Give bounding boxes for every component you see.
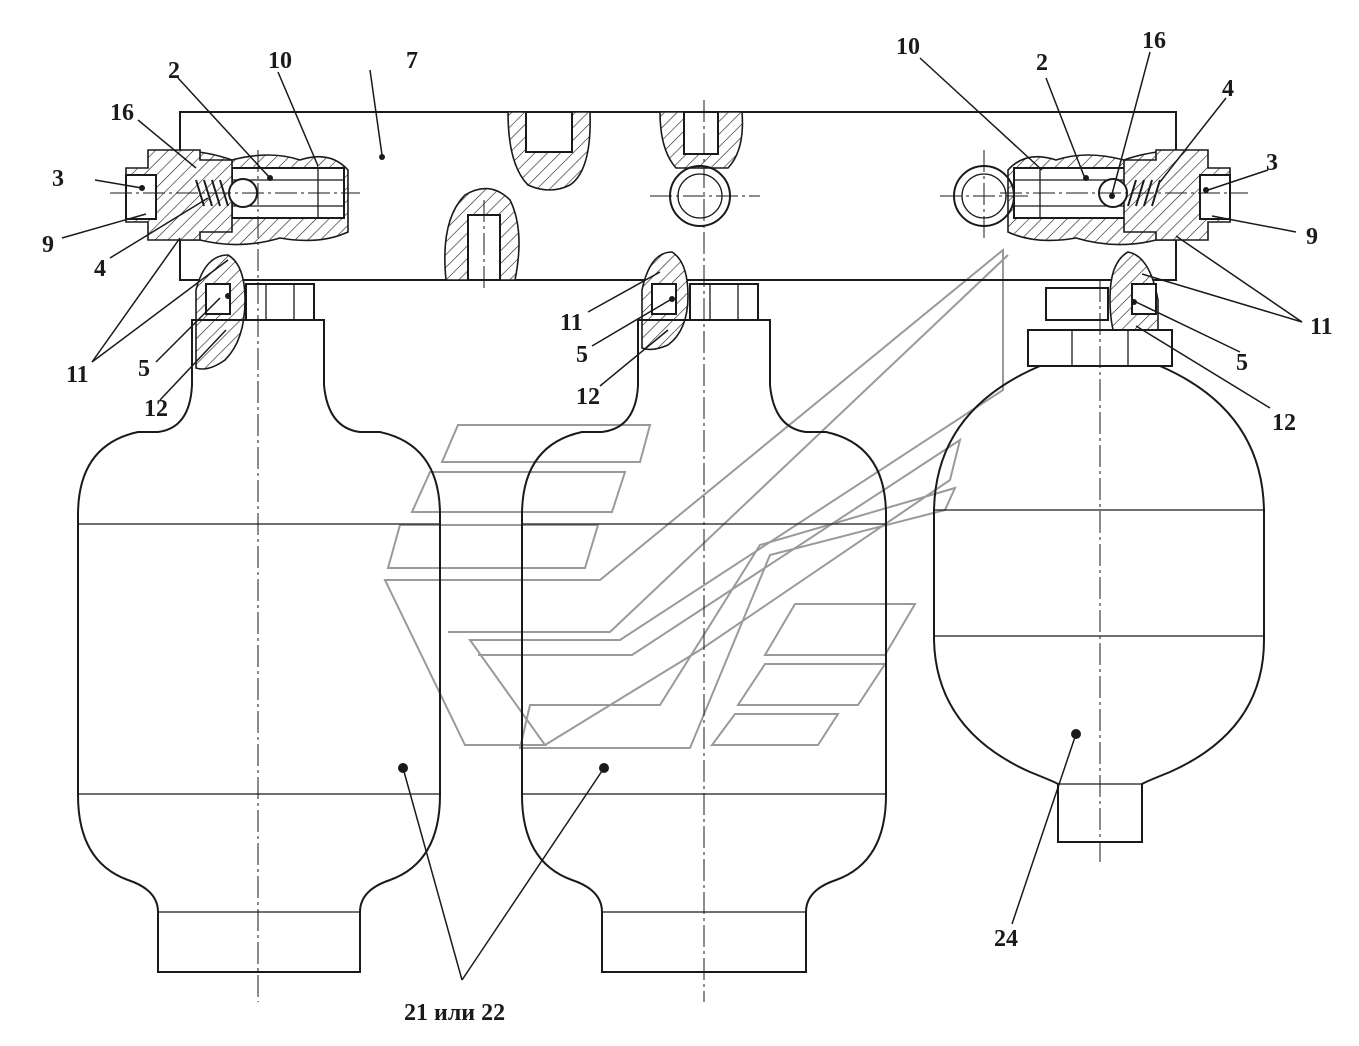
label-12-mid: 12	[576, 384, 600, 410]
label-5-mid: 5	[576, 342, 588, 368]
label-24: 24	[994, 926, 1018, 952]
right-accumulator	[933, 365, 1265, 843]
label-21-or-22: 21 или 22	[404, 1000, 505, 1026]
leader-lines	[61, 51, 1303, 981]
label-5-left: 5	[138, 356, 150, 382]
label-16-right: 16	[1142, 28, 1166, 54]
label-4-right: 4	[1222, 76, 1234, 102]
label-10-left: 10	[268, 48, 292, 74]
label-5-right: 5	[1236, 350, 1248, 376]
label-11-right: 11	[1310, 314, 1333, 340]
label-3-left: 3	[52, 166, 64, 192]
watermark-logo	[383, 247, 1009, 749]
label-11-left: 11	[66, 362, 89, 388]
middle-fitting	[641, 251, 759, 351]
label-12-right: 12	[1272, 410, 1296, 436]
left-fitting	[195, 254, 315, 370]
label-7: 7	[406, 48, 418, 74]
label-2-left: 2	[168, 58, 180, 84]
label-9-left: 9	[42, 232, 54, 258]
label-11-mid: 11	[560, 310, 583, 336]
label-9-right: 9	[1306, 224, 1318, 250]
center-lines	[110, 100, 1248, 1002]
left-accumulator	[77, 319, 441, 973]
label-16-left: 16	[110, 100, 134, 126]
left-check-valve	[125, 149, 258, 241]
label-3-right: 3	[1266, 150, 1278, 176]
label-4-left: 4	[94, 256, 106, 282]
label-12-left: 12	[144, 396, 168, 422]
position-labels: 7 2 10 16 3 9 4 11 5 12 11 5 12 10 2 16 …	[42, 28, 1333, 1026]
label-2-right: 2	[1036, 50, 1048, 76]
label-10-right: 10	[896, 34, 920, 60]
